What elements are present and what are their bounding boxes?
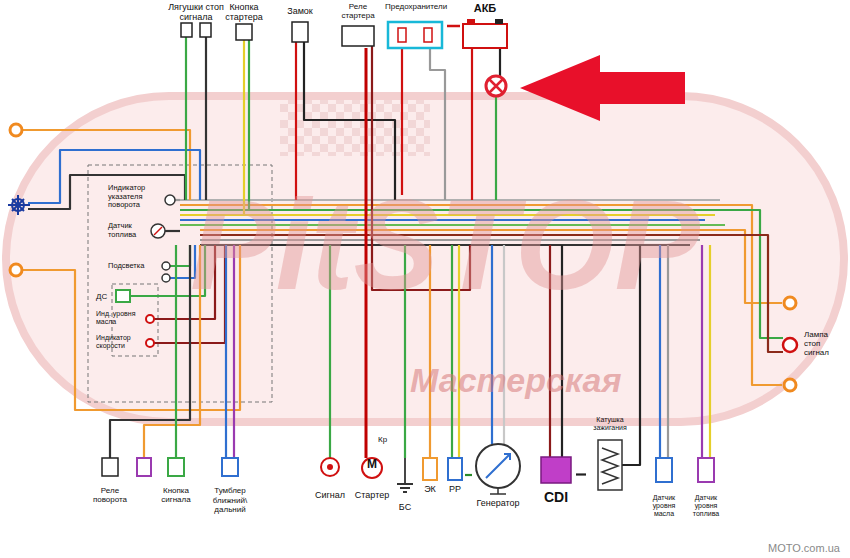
component-symbols xyxy=(8,19,797,494)
cdi-box: CDI xyxy=(536,455,576,505)
component-label: Датчик топлива xyxy=(108,222,148,239)
wire-color-code: Кр xyxy=(378,436,387,445)
switch-box: Кнопка сигнала xyxy=(154,458,198,504)
horn-symbol: Сигнал xyxy=(313,456,347,500)
connector-label: Лягушки стоп сигнала xyxy=(165,2,227,40)
relay-box: Реле стартера xyxy=(336,2,380,48)
relay-box: Реле поворота xyxy=(88,458,132,504)
component-label: Реле поворота xyxy=(88,486,132,504)
generator-symbol: Генератор xyxy=(472,438,524,508)
component-label: Лягушки стоп сигнала xyxy=(165,2,227,23)
component-label: Датчик уровня топлива xyxy=(686,494,726,518)
component-label: CDI xyxy=(544,489,568,505)
switch-label: Кнопка стартера xyxy=(222,2,266,42)
regulator-box: РР xyxy=(445,456,465,494)
component-label: ДС xyxy=(96,292,107,301)
component-label: Стартер xyxy=(355,490,389,500)
component-label: ЭК xyxy=(424,484,436,494)
component-label: Генератор xyxy=(476,498,519,508)
component-label: Предохранители xyxy=(385,2,447,11)
indicator-label: Инд. уровня масла xyxy=(96,310,140,329)
fuse-box: Предохранители xyxy=(385,2,447,50)
component-label: БС xyxy=(399,502,411,512)
component-label: Замок xyxy=(287,6,313,16)
component-label: Подсветка xyxy=(108,262,144,271)
component-label: Датчик уровня масла xyxy=(645,494,683,518)
connector-box: ЭК xyxy=(420,456,440,494)
switch-label: ДС xyxy=(96,292,112,304)
watermark-band xyxy=(6,96,844,422)
component-label: Индикатор указателя поворота xyxy=(108,184,162,210)
component-label: Лампа стоп сигнал xyxy=(804,330,846,358)
coil-symbol: Катушка зажигания xyxy=(586,416,634,494)
component-label: Реле стартера xyxy=(336,2,380,20)
wire-connector xyxy=(576,473,586,475)
wire-connector xyxy=(465,474,472,476)
battery-box: АКБ xyxy=(460,2,510,50)
symbol-letter: М xyxy=(367,458,377,472)
component-label: Индикатор скорости xyxy=(96,334,140,350)
component-label: Тумблер ближний\ дальний xyxy=(203,486,257,514)
wire-connector xyxy=(447,25,460,28)
component-label: Сигнал xyxy=(315,490,345,500)
ground-symbol: БС xyxy=(395,456,415,512)
component-label: Катушка зажигания xyxy=(586,416,634,432)
lamp-label: Подсветка xyxy=(108,262,154,273)
component-label: Инд. уровня масла xyxy=(96,310,140,326)
component-label: РР xyxy=(449,484,461,494)
switch-box: Тумблер ближний\ дальний xyxy=(203,458,257,514)
indicator-label: Индикатор указателя поворота xyxy=(108,184,162,212)
component-label: АКБ xyxy=(474,2,497,15)
sensor-box: Датчик уровня топлива xyxy=(686,456,726,518)
gauge-label: Датчик топлива xyxy=(108,222,148,242)
indicator-label: Индикатор скорости xyxy=(96,334,140,353)
watermark: Мастерская xyxy=(410,362,622,399)
harness-wires xyxy=(22,37,783,465)
component-label: Кнопка сигнала xyxy=(154,486,198,504)
watermark: PitSTOP xyxy=(190,175,700,316)
motor-symbol: М Стартер xyxy=(352,458,392,500)
site-credit: MOTO.com.ua xyxy=(768,542,840,554)
lamp-label: Лампа стоп сигнал xyxy=(804,330,846,360)
component-label: Кнопка стартера xyxy=(222,2,266,23)
switch-label: Замок xyxy=(282,6,318,44)
sensor-box: Датчик уровня масла xyxy=(645,456,683,518)
